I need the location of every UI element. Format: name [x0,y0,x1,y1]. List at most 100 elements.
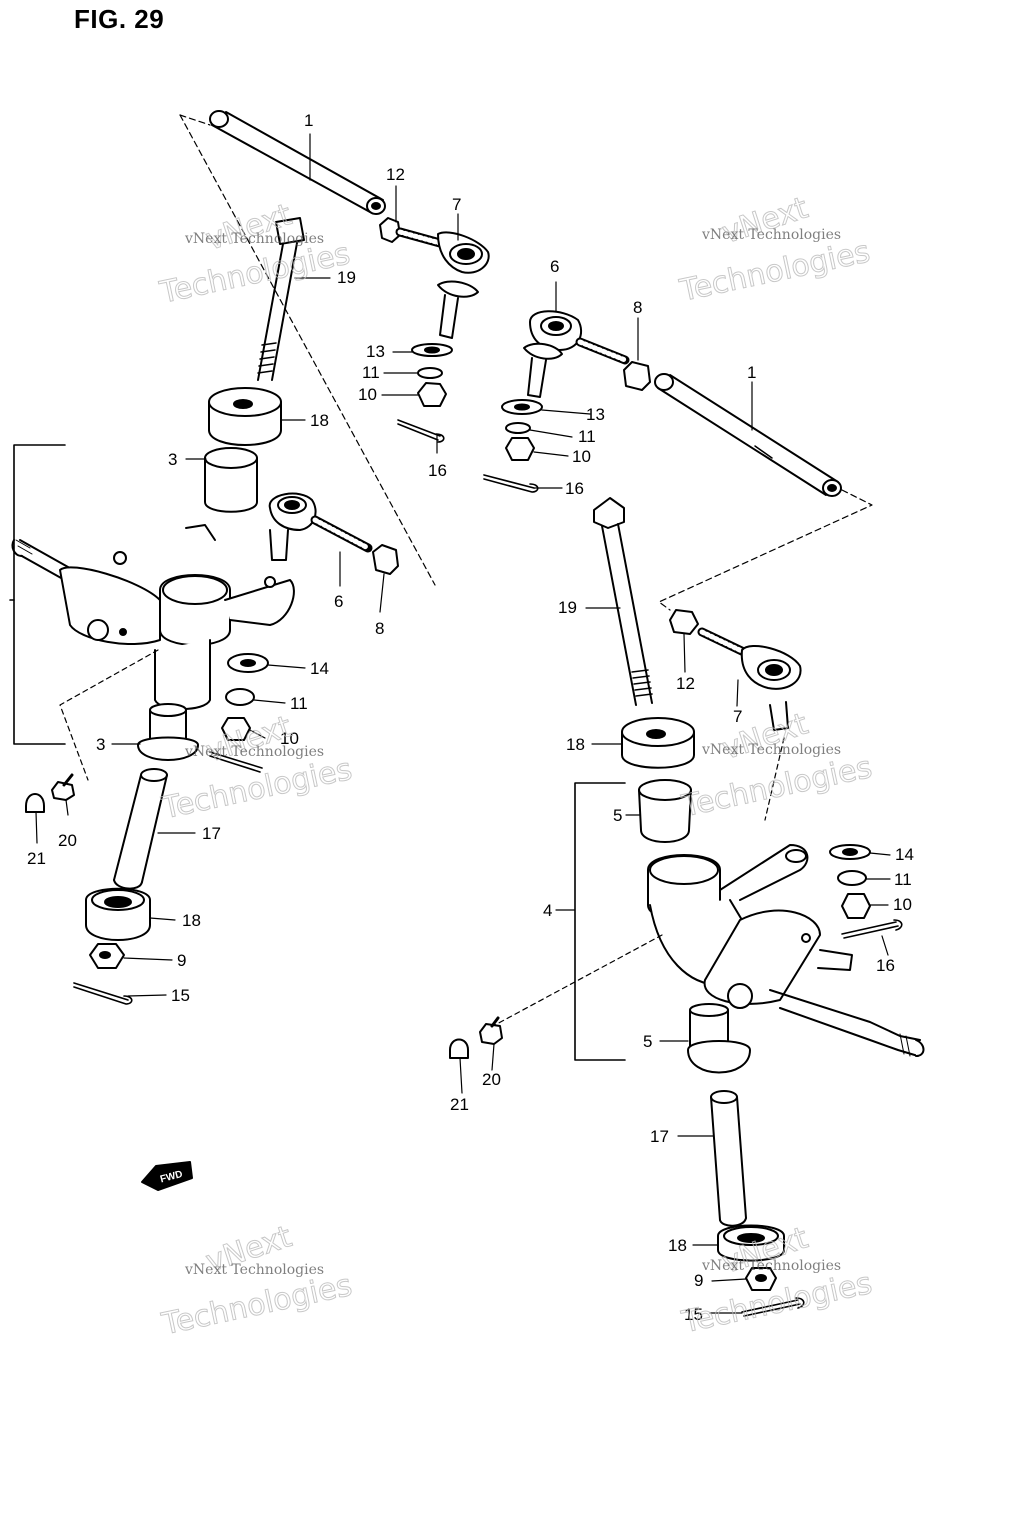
callout-18-left: 18 [310,411,329,430]
callout-6-left: 6 [334,592,343,611]
cotter-pin-15-right [741,1297,805,1317]
watermark-technologies: Technologies [156,236,353,311]
nut-12-right [669,609,699,635]
tie-rod-end-6-left [268,492,373,561]
watermark-top-left: vNext vNext Technologies Technologies [156,197,354,312]
grease-nipple-20-left [51,773,75,801]
callout-5-right-top: 5 [613,806,622,825]
svg-text:vNext Technologies: vNext Technologies [701,742,841,758]
callout-14-right: 14 [895,845,914,864]
callout-8-left: 8 [375,619,384,638]
figure-title: FIG. 29 [74,4,165,34]
leader-lines [35,133,891,1314]
callout-5-right-lower: 5 [643,1032,652,1051]
callout-11-left: 11 [362,363,380,382]
lock-washer-11-left-lower [225,688,255,706]
bushing-18-left-top [208,387,282,446]
callout-17-left: 17 [202,824,221,843]
bushing-5-right-lower [687,1003,751,1074]
callout-11-right: 11 [578,427,596,446]
bushing-3-left-top [204,447,258,513]
watermark-bottom-left: vNext vNext Technologies Technologies [158,1219,356,1343]
callout-16-right-lower: 16 [876,956,895,975]
callout-18-right-lower: 18 [668,1236,687,1255]
bushing-18-left-lower [85,887,151,941]
callout-13-left: 13 [366,342,385,361]
cotter-pin-16-right [483,474,539,493]
callout-16-right: 16 [565,479,584,498]
svg-text:vNext Technologies: vNext Technologies [184,1262,324,1278]
fwd-arrow-icon [141,1161,193,1191]
callout-1-left: 1 [304,111,313,130]
callout-20-left: 20 [58,831,77,850]
cotter-pin-16-left [397,419,445,443]
callout-7-right: 7 [733,707,742,726]
callout-19-right: 19 [558,598,577,617]
watermark-bottom-right: vNext vNext Technologies Technologies [678,1220,876,1341]
callout-7-left: 7 [452,195,461,214]
callout-14-left: 14 [310,659,329,678]
grease-nipple-20-right [479,1016,503,1045]
nut-10-right-lower [841,893,871,919]
callout-10-left: 10 [358,385,377,404]
callout-16-left: 16 [428,461,447,480]
callout-10-left-lower: 10 [280,729,299,748]
callout-4-right: 4 [543,901,552,920]
cap-21-right [449,1038,469,1059]
svg-text:vNext: vNext [202,709,296,769]
bushing-18-right-lower [717,1224,785,1262]
dashed-guide-line [179,114,436,586]
callout-6-right: 6 [550,257,559,276]
tie-rod-right [654,373,842,497]
cotter-pin-left-lower [209,751,263,773]
callout-18-right: 18 [566,735,585,754]
callout-12-left: 12 [386,165,405,184]
callout-20-right: 20 [482,1070,501,1089]
callout-3-left: 3 [168,450,177,469]
watermark-mid-left: vNext vNext Technologies Technologies [158,709,356,827]
watermark-top-right: vNext vNext Technologies Technologies [676,190,874,309]
lock-washer-11-left [417,367,443,379]
callouts-left: 1 12 7 19 13 11 10 16 18 3 6 8 14 11 10 … [27,111,461,1005]
svg-text:Technologies: Technologies [678,1266,875,1341]
lock-washer-11-right [505,422,531,434]
callout-13-right: 13 [586,405,605,424]
nut-10-left-lower [221,717,251,741]
bushing-18-right-top [621,717,695,769]
svg-text:vNext Technologies: vNext Technologies [701,227,841,243]
cap-21-left [25,793,45,813]
nut-8-right [623,361,651,391]
bolt-19-right [593,497,653,706]
knuckle-left [11,524,295,710]
bracket-line-left [13,444,66,745]
nut-8-left [372,544,399,575]
knuckle-right [647,844,925,1057]
svg-text:vNext Technologies: vNext Technologies [184,744,324,760]
callout-11-right-lower: 11 [894,870,912,889]
tie-rod-left [209,110,386,215]
callout-19-left: 19 [337,268,356,287]
watermark-text: vNext Technologies [184,231,324,247]
nut-10-left [417,382,447,407]
lock-washer-11-right-lower [837,870,867,886]
tie-rod-end-6-right [523,310,630,398]
callout-15-right: 15 [684,1305,703,1324]
bushing-3-left-lower [137,703,199,761]
svg-text:vNext Technologies: vNext Technologies [701,1258,841,1274]
tie-rod-end-7-left [395,227,490,339]
callout-9-left: 9 [177,951,186,970]
callout-11-left-lower: 11 [290,694,308,713]
nut-10-right [505,437,535,461]
svg-text:Technologies: Technologies [676,234,873,309]
svg-text:Technologies: Technologies [158,752,355,827]
callout-9-right: 9 [694,1271,703,1290]
callout-10-right-lower: 10 [893,895,912,914]
kingpin-17-right [710,1090,747,1227]
callout-18-left-lower: 18 [182,911,201,930]
watermark-mid-right: vNext vNext Technologies Technologies [678,706,876,825]
callout-21-left: 21 [27,849,46,868]
tie-rod-end-7-right [697,627,802,731]
callout-8-right: 8 [633,298,642,317]
